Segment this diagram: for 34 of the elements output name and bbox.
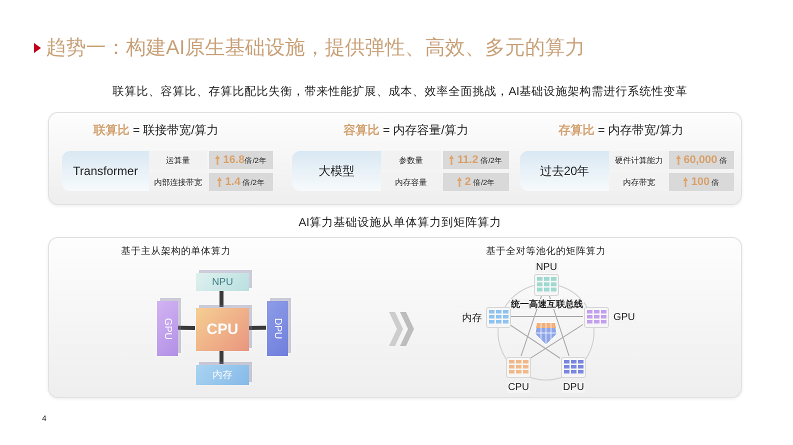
chip-block: CPU (196, 308, 249, 351)
formula-heading: 容算比 = 内存容量/算力 (342, 122, 470, 139)
connector-line (510, 316, 584, 317)
subtitle: 联算比、容算比、存算比配比失衡，带来性能扩展、成本、效率全面挑战，AI基础设施架构需进行系统性变革 (112, 84, 688, 99)
chip-block: DPU (267, 301, 288, 356)
panel (48, 112, 742, 205)
subtitle: 基于主从架构的单体算力 (120, 245, 232, 258)
connector-bar (220, 350, 224, 364)
formula-heading: 联算比 = 联接带宽/算力 (92, 122, 220, 139)
chip-tile (584, 307, 636, 328)
connector-bar (248, 326, 266, 330)
panel (48, 237, 742, 398)
tile-label: CPU (506, 382, 530, 393)
connector-bar (220, 290, 224, 307)
chip-block: 内存 (196, 365, 249, 385)
chip-block: GPU (157, 301, 178, 356)
connector-line (510, 324, 560, 359)
tile-label: 内存 (461, 310, 483, 324)
formula-heading: 存算比 = 内存带宽/算力 (557, 122, 684, 139)
bus-label: 统一高速互联总线 (509, 298, 585, 311)
page-number: 4 (42, 414, 46, 423)
title: 趋势一：构建AI原生基础设施，提供弹性、高效、多元的算力 (46, 36, 585, 61)
tile-label: DPU (562, 382, 586, 393)
chip-block: NPU (196, 273, 249, 291)
tile-label: GPU (612, 312, 636, 323)
chip-tile (461, 307, 511, 328)
connector-bar (176, 326, 196, 330)
category-band: Transformer (62, 151, 149, 191)
subtitle: 基于全对等池化的矩阵算力 (485, 245, 607, 258)
category-band: 过去20年 (520, 151, 609, 191)
tile-label: NPU (534, 262, 558, 273)
category-band: 大模型 (292, 151, 381, 191)
connector-line (530, 324, 584, 359)
subtitle: AI算力基础设施从单体算力到矩阵算力 (298, 216, 502, 230)
